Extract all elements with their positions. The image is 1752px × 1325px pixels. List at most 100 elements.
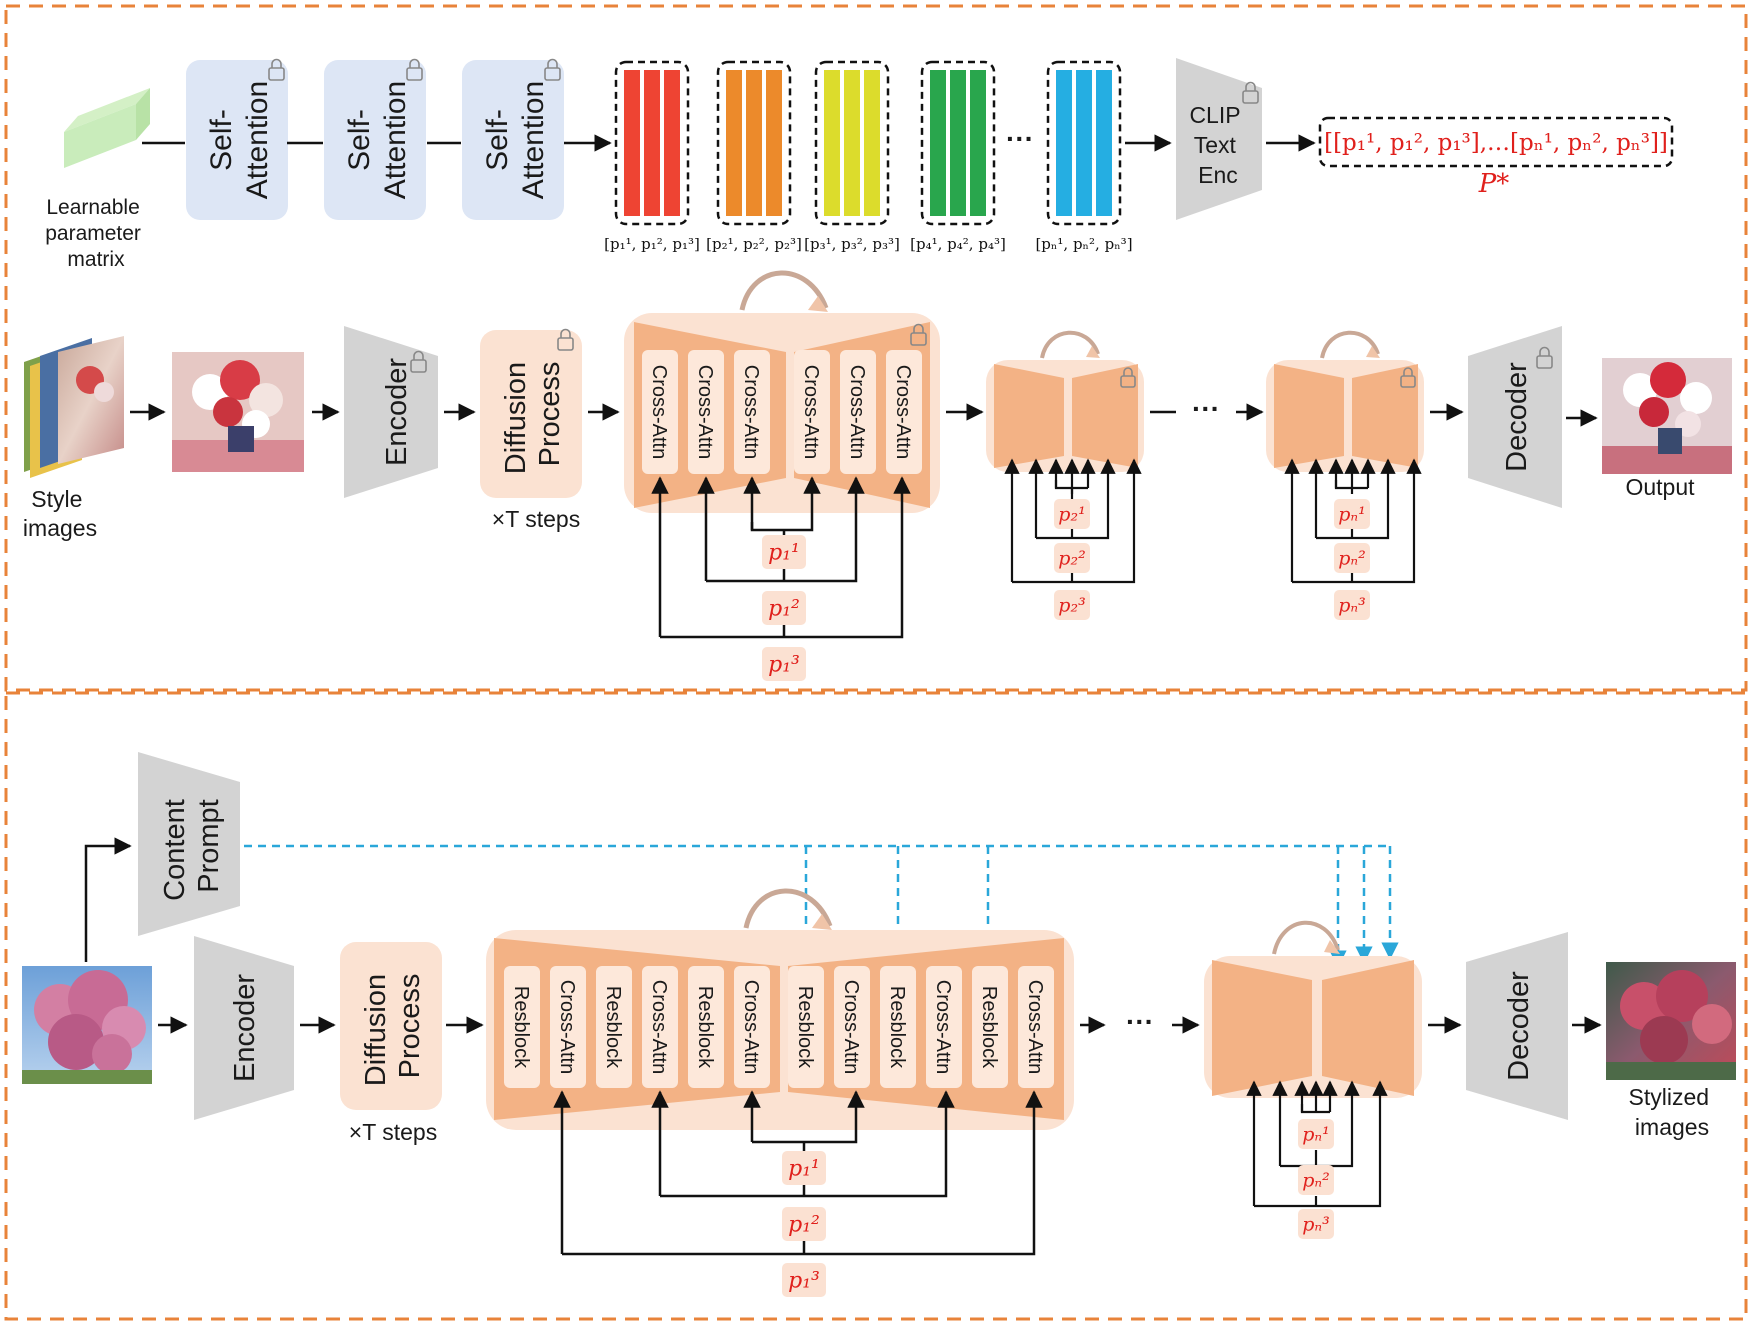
decoder-inference: Decoder: [1466, 932, 1568, 1120]
prompt-token-chip: pₙ¹: [1298, 1119, 1334, 1149]
prompt-token-label: p₁¹: [788, 1157, 820, 1182]
token-bar: [1076, 70, 1092, 216]
content-image: [22, 966, 152, 1084]
diffusion-inference-line1: Diffusion: [360, 974, 392, 1086]
clip-text-encoder: CLIP Text Enc: [1176, 58, 1262, 220]
token-group-caption: [p₄¹, p₄², p₄³]: [910, 235, 1006, 253]
token-bar: [864, 70, 880, 216]
token-bar: [950, 70, 966, 216]
unet-ellipsis-inference: ···: [1126, 1006, 1154, 1037]
output-label: Output: [1625, 474, 1695, 500]
learnable-parameter-matrix: [64, 88, 150, 168]
token-group-4: [p₄¹, p₄², p₄³]: [910, 60, 1006, 253]
learnable-label-line1: Learnable: [46, 196, 139, 219]
self-attention-line2: Attention: [517, 81, 550, 199]
prompt-token-chip: p₁³: [762, 647, 806, 681]
prompt-token-chip: pₙ³: [1334, 590, 1370, 620]
resblock-label: Resblock: [978, 986, 1000, 1069]
lock-icon: [544, 58, 561, 81]
prompt-token-chip: p₁²: [762, 591, 806, 625]
prompt-token-label: pₙ³: [1302, 1214, 1329, 1236]
self-attention-line1: Self-: [205, 109, 238, 171]
prompt-token-chip: p₂¹: [1054, 499, 1090, 529]
unet-block-2-training: [986, 330, 1144, 472]
unet-block-n-inference: [1204, 920, 1422, 1098]
resblock-block: Resblock: [688, 966, 724, 1088]
token-group-5: [pₙ¹, pₙ², pₙ³]: [1035, 60, 1133, 253]
token-group-caption: [p₃¹, p₃², p₃³]: [804, 235, 900, 253]
cross-attn-label: Cross-Attn: [740, 365, 762, 459]
prompt-token-chip: p₂³: [1054, 590, 1090, 620]
unet-ellipsis-training: ···: [1192, 393, 1220, 424]
steps-label-training: ×T steps: [492, 506, 580, 532]
clip-label-line2: Text: [1194, 132, 1237, 158]
clip-label-line1: CLIP: [1189, 102, 1240, 128]
prompt-token-chip: p₁²: [782, 1207, 826, 1241]
diffusion-training-line1: Diffusion: [500, 362, 532, 474]
token-wiring-unet1-inference: [553, 1090, 1043, 1256]
prompt-token-label: pₙ²: [1338, 548, 1365, 570]
self-attention-block-1: Self-Attention: [186, 58, 288, 220]
steps-label-inference: ×T steps: [349, 1119, 437, 1145]
resblock-block: Resblock: [596, 966, 632, 1088]
resblock-block: Resblock: [972, 966, 1008, 1088]
token-bar: [970, 70, 986, 216]
lock-icon: [910, 323, 927, 346]
resblock-block: Resblock: [504, 966, 540, 1088]
self-attention-block-3: Self-Attention: [462, 58, 564, 220]
encoder-training: Encoder: [344, 326, 438, 498]
encoder-training-label: Encoder: [381, 358, 413, 466]
prompt-token-chip: p₁¹: [762, 535, 806, 569]
cross-attn-block: Cross-Attn: [734, 966, 770, 1088]
self-attention-line2: Attention: [379, 81, 412, 199]
cross-attn-block: Cross-Attn: [688, 350, 724, 474]
svg-text:Learnable parameter ma: Learnable parameter matrix: [45, 196, 147, 271]
prompt-token-label: p₁³: [768, 653, 800, 678]
cross-attn-block: Cross-Attn: [1018, 966, 1054, 1088]
prompt-token-chip: p₂²: [1054, 543, 1090, 573]
token-group-3: [p₃¹, p₃², p₃³]: [804, 60, 900, 253]
prompt-token-label: p₂³: [1058, 595, 1085, 617]
cross-attn-block: Cross-Attn: [834, 966, 870, 1088]
cross-attn-block: Cross-Attn: [642, 966, 678, 1088]
svg-text:Diffusion Process: Diffusion Process: [360, 966, 426, 1086]
stylized-label-line2: images: [1635, 1114, 1709, 1140]
lock-icon: [1536, 346, 1553, 369]
content-to-prompt-arrow: [84, 837, 132, 962]
svg-text:Self-Attention: Self-Attention: [481, 81, 550, 199]
style-images-label-line2: images: [23, 515, 97, 541]
lock-icon: [406, 58, 423, 81]
diffusion-process-inference: Diffusion Process: [340, 942, 442, 1110]
token-bar: [824, 70, 840, 216]
diffusion-inference-line2: Process: [394, 974, 426, 1079]
cross-attn-block: Cross-Attn: [794, 350, 830, 474]
lock-icon: [1242, 81, 1259, 104]
prompt-set-text: [[p₁¹, p₁², p₁³],…[pₙ¹, pₙ², pₙ³]]: [1324, 130, 1668, 156]
cross-attn-block: Cross-Attn: [840, 350, 876, 474]
prompt-token-label: p₂¹: [1058, 504, 1085, 526]
training-section-border: [4, 4, 1748, 692]
prompt-token-label: pₙ³: [1338, 595, 1365, 617]
learnable-label-line2: parameter: [45, 222, 141, 245]
unet-block-n-training: [1266, 330, 1424, 472]
token-wiring-unetn-inference: [1246, 1080, 1388, 1208]
resblock-label: Resblock: [602, 986, 624, 1069]
token-wiring-unetn-training: [1284, 458, 1422, 584]
prompt-token-label: p₂²: [1058, 548, 1085, 570]
prompt-token-chip: p₁³: [782, 1263, 826, 1297]
encoder-inference: Encoder: [194, 936, 294, 1120]
diffusion-process-training: Diffusion Process: [480, 330, 582, 498]
cross-attn-block: Cross-Attn: [926, 966, 962, 1088]
stylized-label-line1: Stylized: [1629, 1084, 1710, 1110]
cross-attn-label: Cross-Attn: [694, 365, 716, 459]
cross-attn-label: Cross-Attn: [740, 980, 762, 1074]
self-attention-line1: Self-: [481, 109, 514, 171]
prompt-token-label: pₙ¹: [1302, 1124, 1329, 1146]
self-attention-line2: Attention: [241, 81, 274, 199]
prompt-symbol: P*: [1478, 169, 1510, 199]
prompt-token-chip: pₙ²: [1334, 543, 1370, 573]
content-prompt-line2: Prompt: [193, 799, 225, 892]
token-wiring-unet1-training: [651, 476, 911, 639]
cross-attn-label: Cross-Attn: [846, 365, 868, 459]
token-bar: [1096, 70, 1112, 216]
